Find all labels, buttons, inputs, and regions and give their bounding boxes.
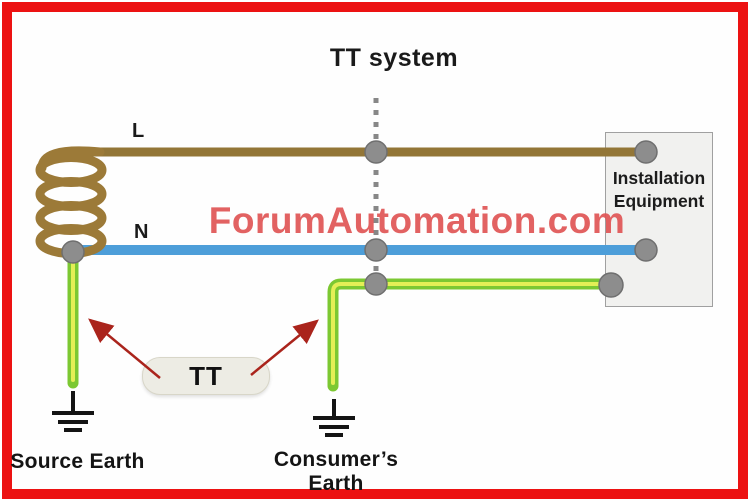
tt-badge-label: TT <box>189 360 223 391</box>
equipment-label-line1: Installation <box>612 168 706 188</box>
consumer-earth-label: Consumer’s Earth <box>273 448 399 495</box>
neutral-wire-label: N <box>134 221 149 243</box>
source-earth-label: Source Earth <box>10 450 145 473</box>
watermark-text: ForumAutomation.com <box>208 200 626 241</box>
equipment-label-line2: Equipment <box>613 191 705 211</box>
diagram-title: TT system <box>329 44 459 72</box>
tt-badge: TT <box>142 357 270 395</box>
live-wire-label: L <box>132 120 145 142</box>
